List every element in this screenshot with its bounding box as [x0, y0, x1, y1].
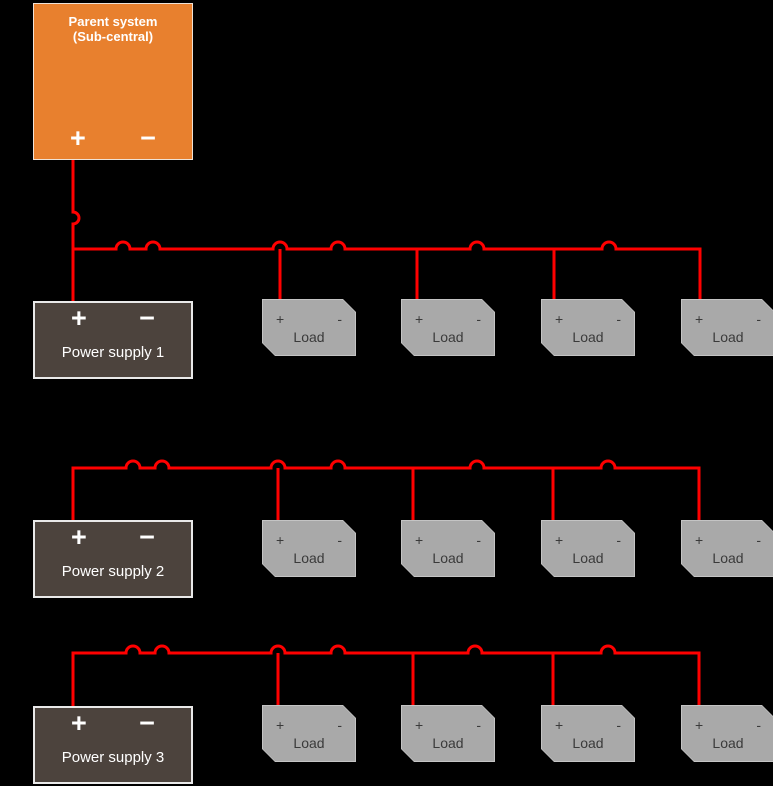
load-terminals: +-	[541, 718, 635, 733]
load-box-fill	[542, 706, 634, 761]
load-label: Load	[293, 329, 325, 345]
load-box-fill	[682, 706, 773, 761]
load-label: Load	[432, 329, 464, 345]
minus-terminal: -	[616, 311, 621, 327]
power-supply-3-terminals: +−	[35, 709, 191, 737]
plus-terminal: +	[695, 532, 704, 548]
load-box-row-1-2: +-Load	[401, 299, 495, 356]
load-label: Load	[432, 550, 464, 566]
minus-terminal: −	[139, 708, 155, 738]
plus-terminal: +	[415, 532, 424, 548]
load-box-row-3-4: +-Load	[681, 705, 773, 762]
load-box-row-1-4: +-Load	[681, 299, 773, 356]
load-terminals: +-	[401, 718, 495, 733]
load-terminals: +-	[541, 533, 635, 548]
power-supply-box-2: +−Power supply 2	[33, 520, 193, 598]
plus-terminal: +	[695, 311, 704, 327]
load-box-fill	[263, 521, 355, 576]
load-box-fill	[263, 706, 355, 761]
plus-terminal: +	[276, 532, 285, 548]
power-supply-label: Power supply 1	[61, 344, 165, 361]
minus-terminal: −	[139, 303, 155, 333]
load-terminals: +-	[681, 533, 773, 548]
load-label: Load	[712, 329, 744, 345]
load-box-row-1-3: +-Load	[541, 299, 635, 356]
minus-terminal: -	[337, 717, 342, 733]
plus-terminal: +	[71, 303, 87, 333]
load-box-row-1-1: +-Load	[262, 299, 356, 356]
load-box-fill	[682, 300, 773, 355]
load-box-fill	[682, 521, 773, 576]
load-terminals: +-	[541, 312, 635, 327]
load-box-row-2-3: +-Load	[541, 520, 635, 577]
plus-terminal: +	[555, 311, 564, 327]
load-label: Load	[572, 550, 604, 566]
load-label: Load	[293, 550, 325, 566]
load-box-fill	[542, 521, 634, 576]
plus-terminal: +	[415, 717, 424, 733]
parent-feed-wire	[71, 157, 81, 301]
load-box-row-2-2: +-Load	[401, 520, 495, 577]
minus-terminal: −	[140, 123, 156, 153]
minus-terminal: −	[139, 522, 155, 552]
minus-terminal: -	[337, 532, 342, 548]
load-box-fill	[542, 300, 634, 355]
plus-terminal: +	[555, 532, 564, 548]
minus-terminal: -	[476, 532, 481, 548]
plus-terminal: +	[276, 311, 285, 327]
load-box-row-3-3: +-Load	[541, 705, 635, 762]
plus-terminal: +	[71, 522, 87, 552]
plus-terminal: +	[695, 717, 704, 733]
minus-terminal: -	[756, 532, 761, 548]
power-supply-1-terminals: +−	[35, 304, 191, 332]
minus-terminal: -	[337, 311, 342, 327]
power-supply-box-3: +−Power supply 3	[33, 706, 193, 784]
load-label: Load	[432, 735, 464, 751]
power-supply-label: Power supply 3	[61, 749, 165, 766]
load-terminals: +-	[262, 718, 356, 733]
plus-terminal: +	[555, 717, 564, 733]
power-supply-box-1: +−Power supply 1	[33, 301, 193, 379]
plus-terminal: +	[71, 708, 87, 738]
plus-terminal: +	[276, 717, 285, 733]
bus-wire-row-1	[73, 240, 702, 299]
load-terminals: +-	[401, 312, 495, 327]
parent-system-box: Parent system (Sub-central) + −	[33, 3, 193, 160]
load-box-row-3-2: +-Load	[401, 705, 495, 762]
load-terminals: +-	[401, 533, 495, 548]
load-terminals: +-	[681, 718, 773, 733]
power-supply-2-terminals: +−	[35, 523, 191, 551]
load-terminals: +-	[262, 312, 356, 327]
minus-terminal: -	[476, 717, 481, 733]
load-label: Load	[712, 735, 744, 751]
bus-wire-row-2	[71, 459, 701, 520]
bus-wire-row-3	[71, 644, 701, 706]
minus-terminal: -	[476, 311, 481, 327]
load-box-fill	[402, 706, 494, 761]
load-label: Load	[572, 329, 604, 345]
plus-terminal: +	[70, 123, 86, 153]
load-terminals: +-	[681, 312, 773, 327]
load-box-fill	[263, 300, 355, 355]
load-label: Load	[572, 735, 604, 751]
load-terminals: +-	[262, 533, 356, 548]
minus-terminal: -	[756, 717, 761, 733]
load-box-row-3-1: +-Load	[262, 705, 356, 762]
load-box-fill	[402, 300, 494, 355]
load-box-row-2-4: +-Load	[681, 520, 773, 577]
minus-terminal: -	[616, 717, 621, 733]
parent-title-line1: Parent system	[68, 14, 158, 29]
minus-terminal: -	[756, 311, 761, 327]
minus-terminal: -	[616, 532, 621, 548]
load-label: Load	[293, 735, 325, 751]
load-box-row-2-1: +-Load	[262, 520, 356, 577]
power-supply-label: Power supply 2	[61, 563, 165, 580]
parent-title-line2: (Sub-central)	[72, 29, 154, 44]
plus-terminal: +	[415, 311, 424, 327]
load-box-fill	[402, 521, 494, 576]
load-label: Load	[712, 550, 744, 566]
parent-system-title: Parent system (Sub-central)	[34, 14, 192, 44]
parent-terminals: + −	[34, 124, 192, 152]
